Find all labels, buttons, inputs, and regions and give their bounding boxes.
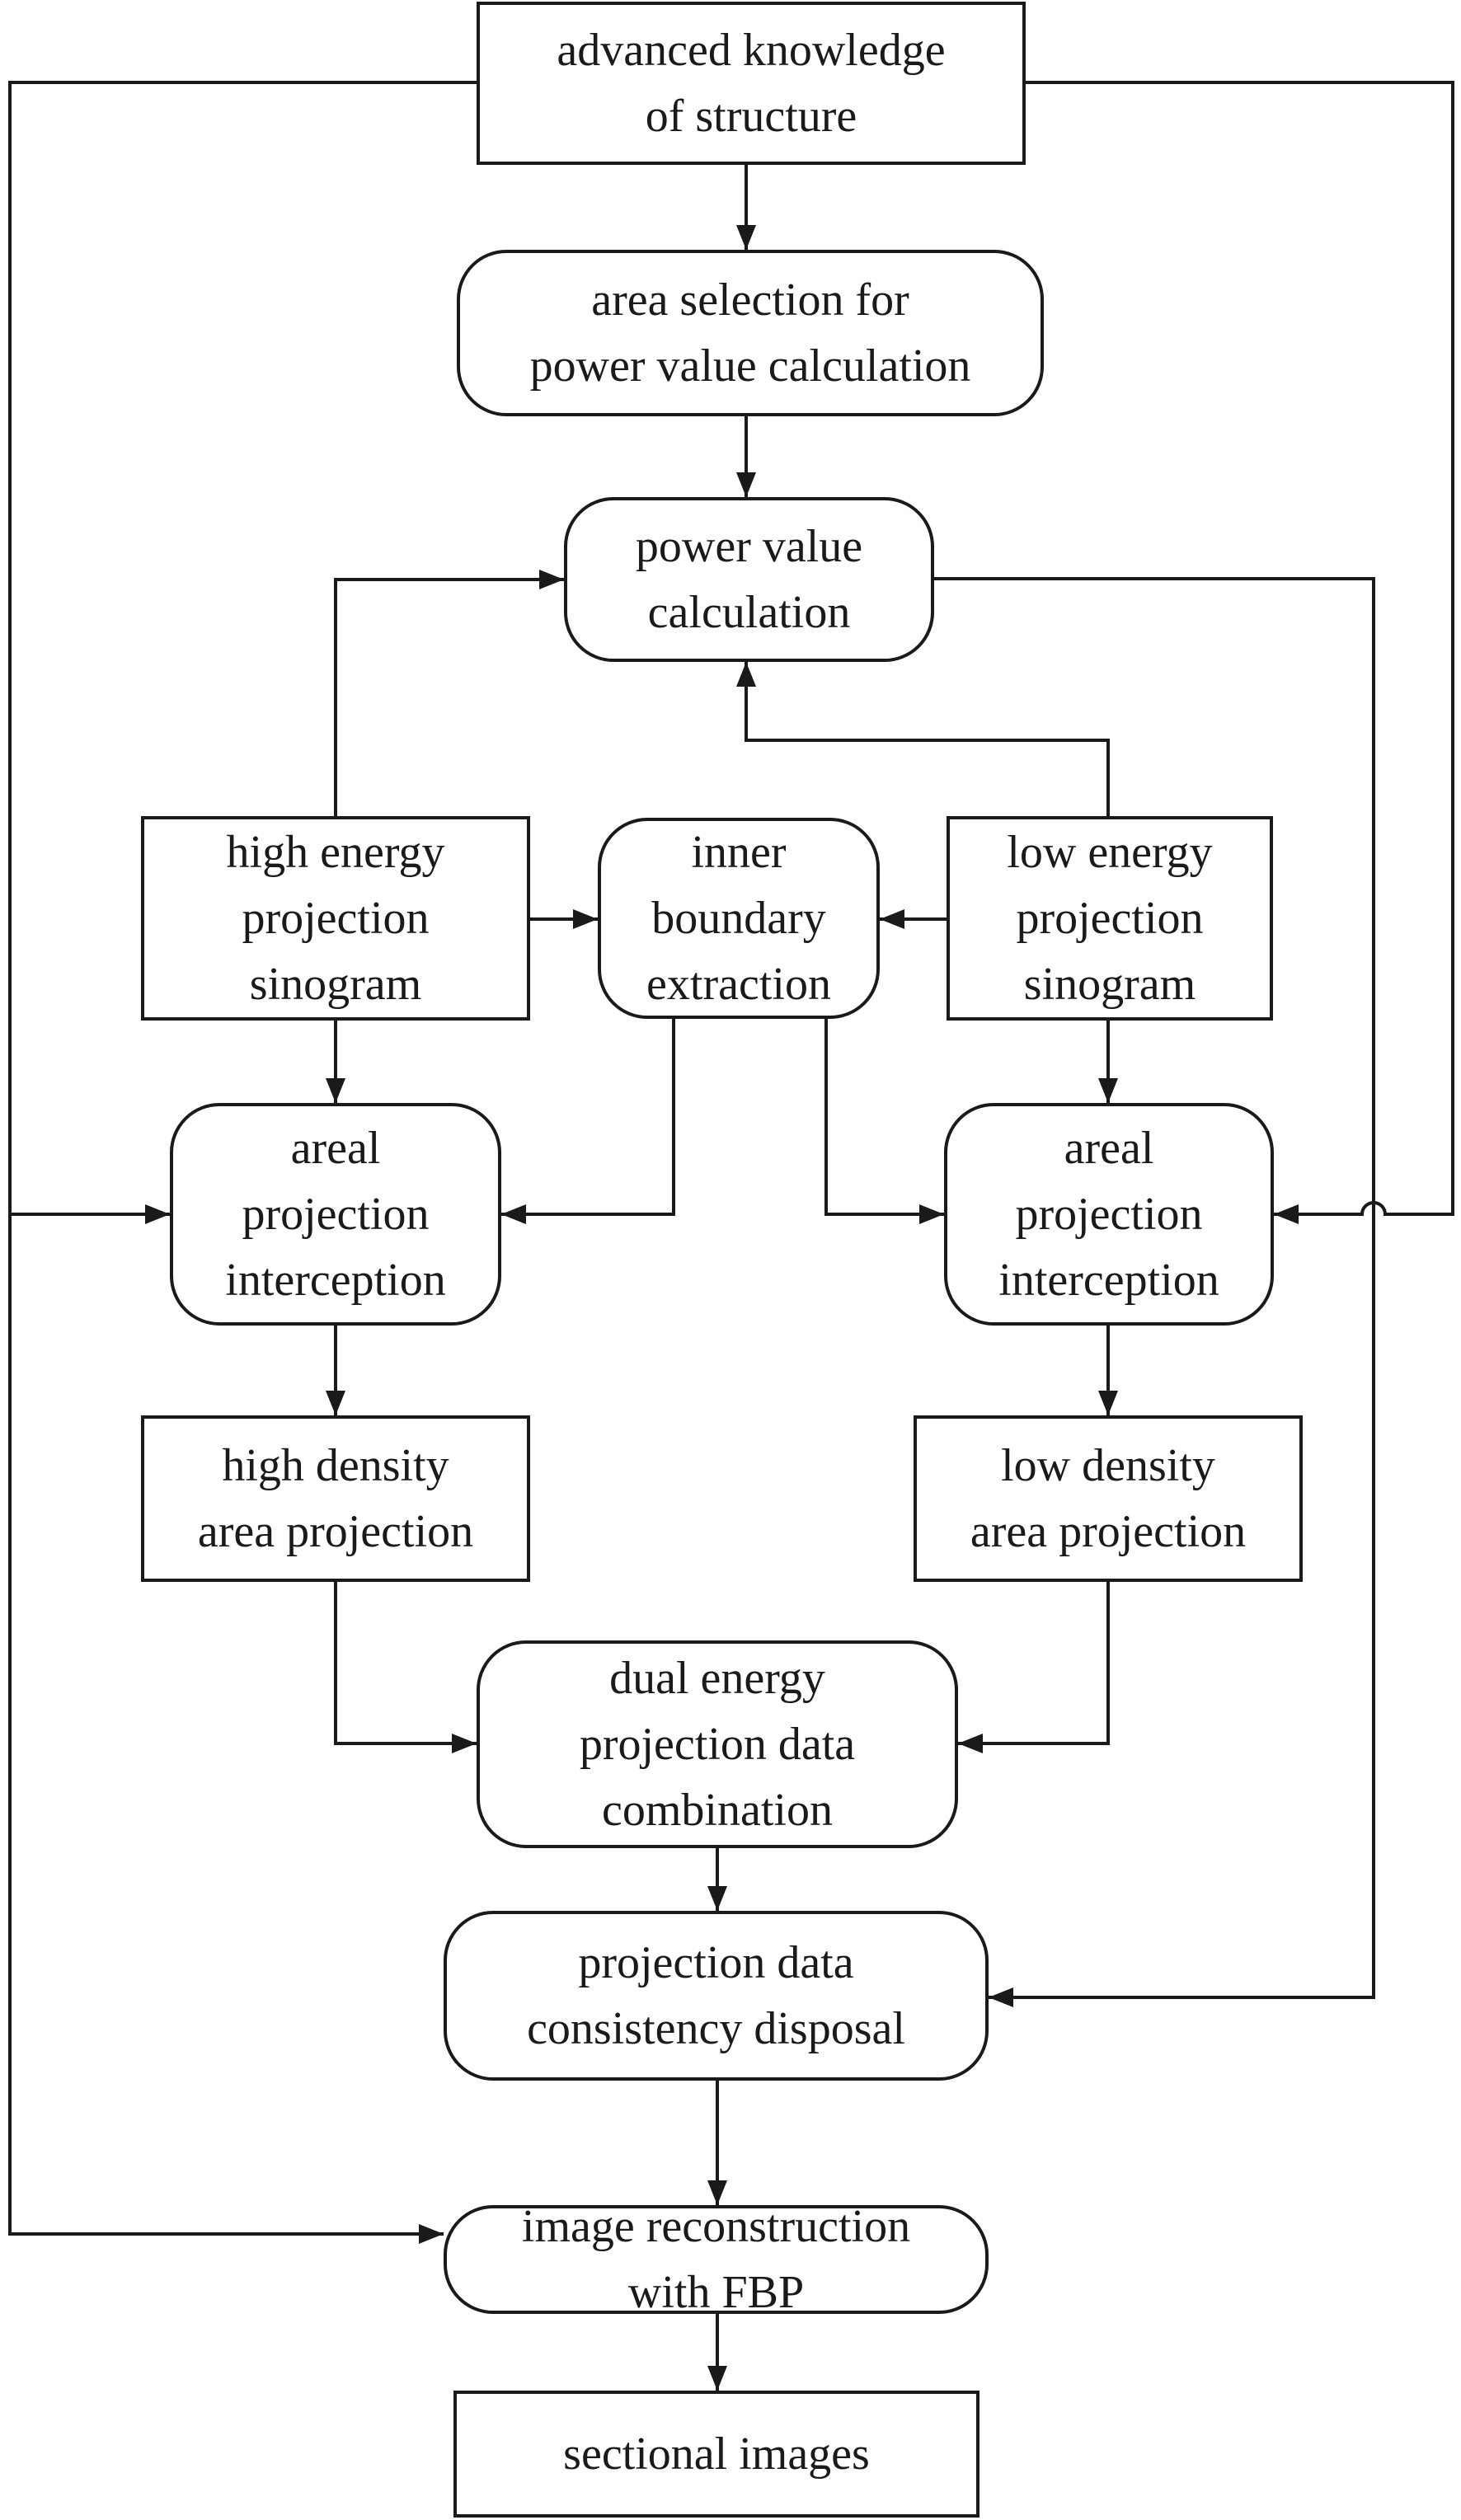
label-line: advanced knowledge — [557, 25, 946, 76]
label-line: areal — [290, 1123, 381, 1174]
edge-power-value-to-consistency — [934, 577, 1375, 2007]
node-sectional-images: sectional images — [453, 2391, 979, 2518]
label-line: projection data — [579, 1719, 856, 1770]
label-line: projection — [1016, 893, 1204, 944]
label-line: power value calculation — [529, 340, 971, 392]
node-low-energy-sinogram: low energy projection sinogram — [947, 816, 1273, 1021]
node-areal-projection-interception-right: areal projection interception — [944, 1103, 1274, 1326]
label-line: projection — [242, 1189, 430, 1240]
label-line: high density — [222, 1440, 449, 1491]
edge-low-density-to-dual-energy — [958, 1582, 1110, 1753]
label-line: combination — [602, 1785, 833, 1836]
edge-inner-boundary-to-areal-left — [501, 1019, 675, 1224]
label-line: consistency disposal — [527, 2003, 905, 2054]
node-high-density-area-projection: high density area projection — [141, 1415, 530, 1582]
label-line: with FBP — [627, 2267, 805, 2318]
label-line: sectional images — [563, 2428, 870, 2480]
label-line: extraction — [646, 959, 831, 1010]
node-low-density-area-projection: low density area projection — [914, 1415, 1303, 1582]
node-power-value-calculation: power value calculation — [564, 497, 934, 662]
label-line: calculation — [647, 587, 851, 638]
label-line: sinogram — [1023, 959, 1196, 1010]
node-inner-boundary-extraction: inner boundary extraction — [598, 818, 880, 1019]
label-line: low density — [1001, 1440, 1215, 1491]
edge-low-sinogram-to-power-value — [736, 662, 1110, 816]
edge-high-density-to-dual-energy — [334, 1582, 477, 1753]
label-line: image reconstruction — [521, 2201, 911, 2252]
node-projection-data-consistency-disposal: projection data consistency disposal — [444, 1911, 989, 2081]
label-line: interception — [225, 1255, 446, 1306]
edge-knowledge-to-areal-left — [8, 81, 477, 1224]
edge-knowledge-to-areal-right — [1026, 81, 1454, 1224]
label-line: interception — [998, 1255, 1219, 1306]
edge-high-sinogram-to-power-value — [334, 570, 564, 816]
node-advanced-knowledge: advanced knowledge of structure — [477, 2, 1026, 165]
label-line: projection — [242, 893, 430, 944]
label-line: boundary — [651, 893, 826, 944]
node-high-energy-sinogram: high energy projection sinogram — [141, 816, 530, 1021]
node-area-selection: area selection for power value calculati… — [457, 250, 1044, 416]
label-line: projection — [1015, 1189, 1203, 1240]
label-line: high energy — [226, 827, 445, 878]
label-line: area projection — [197, 1506, 474, 1557]
label-line: area projection — [970, 1506, 1247, 1557]
label-line: projection data — [578, 1937, 854, 1988]
edge-knowledge-to-reconstruction — [8, 1214, 444, 2244]
label-line: of structure — [645, 91, 857, 142]
node-areal-projection-interception-left: areal projection interception — [170, 1103, 501, 1326]
edge-inner-boundary-to-areal-right — [824, 1019, 944, 1224]
label-line: dual energy — [609, 1653, 825, 1704]
label-line: power value — [635, 521, 863, 572]
label-line: areal — [1064, 1123, 1154, 1174]
node-image-reconstruction: image reconstruction with FBP — [444, 2201, 989, 2318]
label-line: low energy — [1007, 827, 1213, 878]
label-line: inner — [691, 827, 787, 878]
node-dual-energy-combination: dual energy projection data combination — [477, 1640, 958, 1848]
label-line: sinogram — [249, 959, 422, 1010]
label-line: area selection for — [591, 275, 909, 326]
